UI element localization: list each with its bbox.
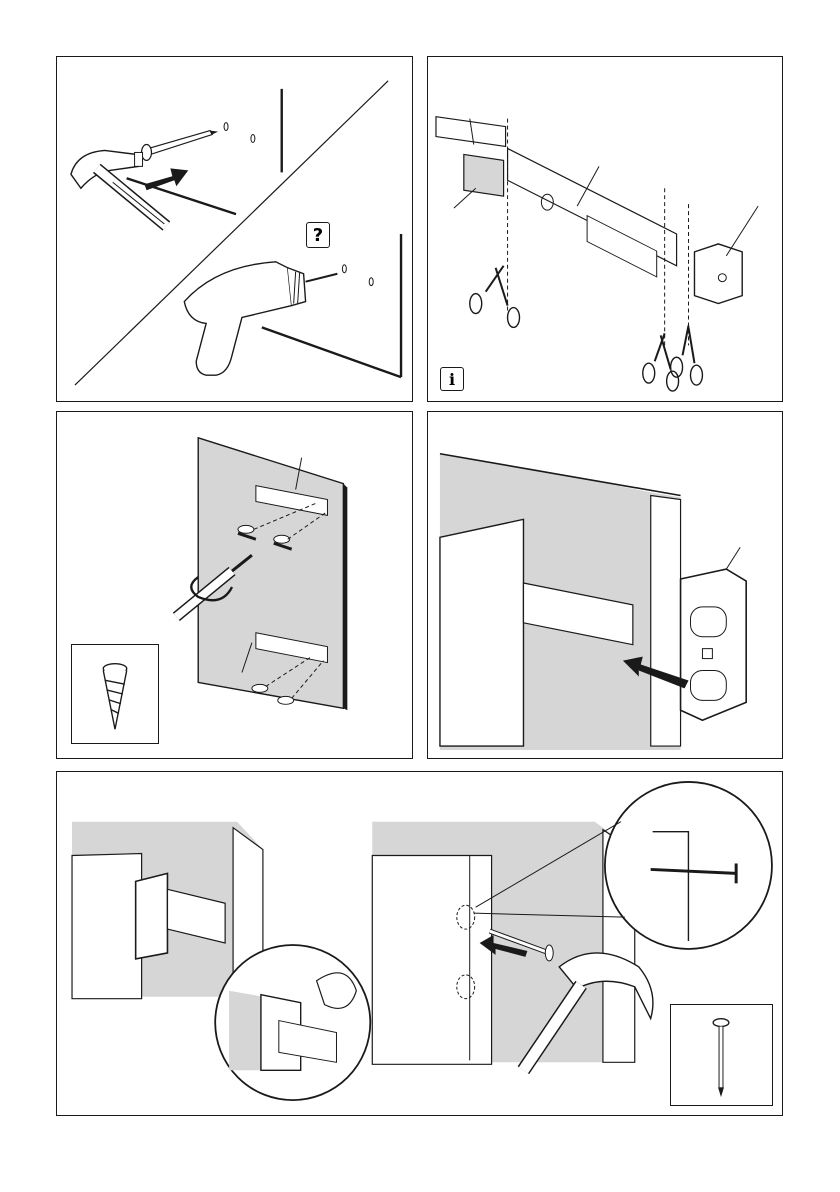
panel-cut-rail-drawing	[428, 57, 782, 401]
screw-icon	[252, 684, 268, 692]
scissors-icon	[470, 266, 520, 328]
panel-fixing-method-drawing	[57, 57, 412, 401]
nail-detail-inset	[670, 1004, 773, 1106]
nail-icon	[671, 1005, 772, 1105]
magnifier-icon	[215, 945, 370, 1100]
bracket-part	[681, 569, 747, 720]
nail-icon	[142, 131, 219, 161]
scissors-icon	[671, 325, 703, 385]
hammer-icon	[71, 150, 166, 226]
screw-icon	[278, 696, 294, 704]
scissors-icon	[643, 333, 679, 391]
panel-align-and-nail	[56, 771, 783, 1116]
panel-cut-rail: i	[427, 56, 783, 402]
screw-icon	[72, 645, 158, 743]
drill-icon	[184, 262, 337, 375]
panel-screw-rails	[56, 411, 413, 759]
push-arrow-icon	[145, 168, 189, 190]
question-icon: ?	[306, 222, 330, 248]
screw-detail-inset	[71, 644, 159, 744]
panel-slide-bracket-drawing	[428, 412, 782, 758]
panel-fixing-method: ?	[56, 56, 413, 402]
panel-slide-bracket	[427, 411, 783, 759]
info-icon: i	[440, 367, 464, 391]
